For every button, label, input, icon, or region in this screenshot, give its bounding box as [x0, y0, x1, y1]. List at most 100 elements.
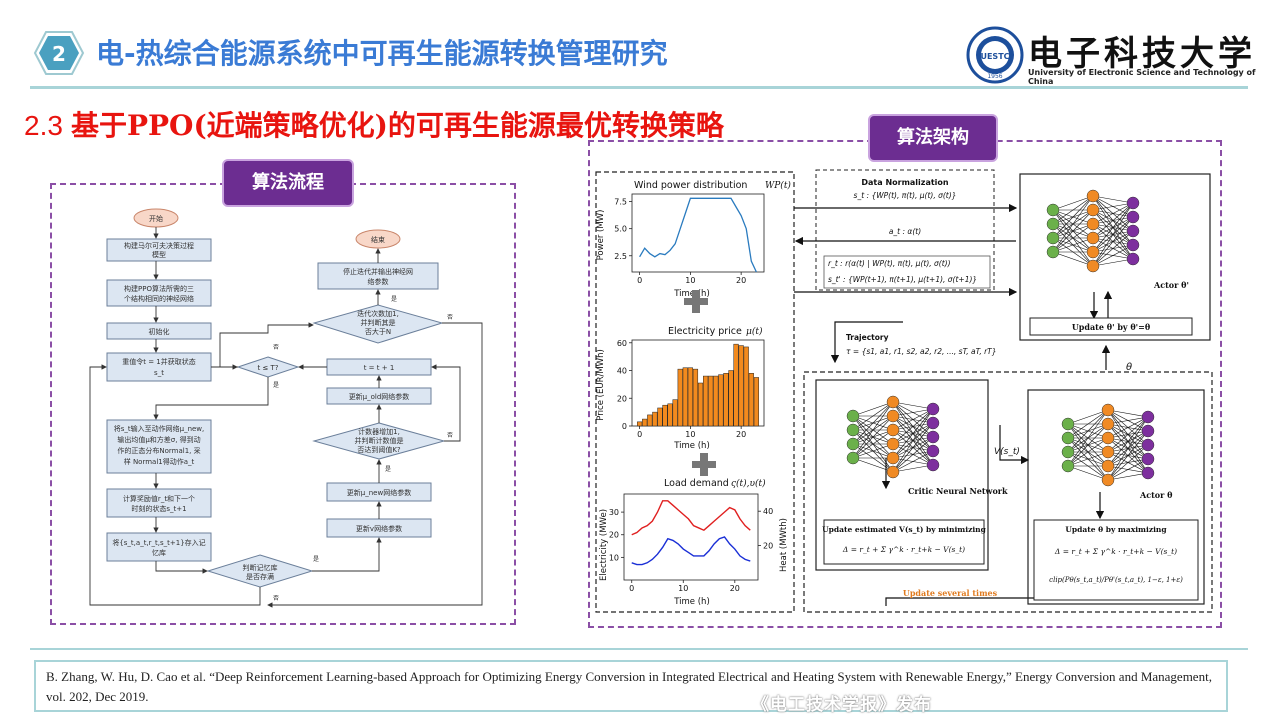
net-node — [846, 423, 860, 437]
net-edge — [1067, 409, 1109, 425]
price-bar — [682, 367, 688, 427]
flow-yes: 是 — [273, 382, 279, 389]
actor-network-icon — [1061, 403, 1155, 487]
flow-text: 否大于N — [365, 327, 391, 336]
price-bar — [718, 374, 724, 427]
flow-text: 将{s_t,a_t,r_t,s_t+1}存入记 — [112, 538, 205, 547]
flow-yes: 是 — [385, 466, 391, 473]
flow-text: 络参数 — [368, 277, 389, 286]
net-edge — [1107, 430, 1149, 481]
net-node — [886, 465, 900, 479]
flow-step-init — [106, 322, 212, 340]
flow-text: 将s_t输入至动作网络μ_new, — [114, 424, 205, 433]
net-edge — [1052, 209, 1094, 253]
plot-frame — [631, 193, 765, 273]
publisher-watermark: 《电工技术学报》发布 — [752, 695, 932, 715]
net-edge — [852, 429, 894, 459]
plot-frame — [623, 493, 759, 581]
price-bar — [687, 367, 693, 427]
net-node — [926, 402, 940, 416]
university-seal-icon: UESTC 1956 — [966, 26, 1024, 84]
net-edge — [892, 408, 934, 417]
wind-ylabel: Power (MW) — [596, 210, 606, 261]
net-edge — [1052, 195, 1094, 239]
net-edge — [1067, 465, 1109, 481]
flow-no: 否 — [273, 344, 279, 351]
load-xlabel: Time (h) — [673, 597, 710, 607]
net-edge — [892, 408, 934, 431]
flow-text: 构建PPO算法所需的三 — [124, 284, 194, 293]
price-xlabel: Time (h) — [673, 441, 710, 451]
x-tick-label: 10 — [685, 276, 695, 285]
x-tick-label: 10 — [678, 584, 688, 593]
price-bar — [728, 370, 734, 427]
flow-text: 输出均值μ和方差σ, 得到动 — [117, 435, 200, 444]
y-tick-label: 5.0 — [614, 225, 627, 234]
y-tick-label: 0 — [622, 422, 627, 431]
flow-step-actor — [106, 419, 212, 474]
x-tick-label: 0 — [629, 584, 634, 593]
x-tick-label: 0 — [637, 276, 642, 285]
net-node — [846, 409, 860, 423]
data-normalization-box — [815, 169, 995, 291]
flow-decision-count — [312, 422, 446, 460]
price-bar — [647, 414, 653, 427]
load-series-line — [631, 500, 751, 536]
net-node — [1046, 231, 1060, 245]
flow-text: 更新v网络参数 — [356, 524, 402, 533]
net-node — [1126, 196, 1140, 210]
flow-text: 计数器增加1, — [358, 427, 400, 436]
net-edge — [1067, 409, 1109, 439]
net-node — [846, 437, 860, 451]
x-tick-label: 0 — [637, 430, 642, 439]
x-tick-label: 20 — [736, 276, 746, 285]
net-edge — [892, 436, 934, 473]
net-edge — [1107, 416, 1149, 481]
flow-text: 构建马尔可夫决策过程 — [124, 241, 194, 250]
net-node — [1141, 438, 1155, 452]
price-bar — [642, 418, 648, 427]
net-edge — [1092, 202, 1134, 267]
net-edge — [852, 401, 894, 417]
next-state-eq: s_t' : {WP(t+1), π(t+1), μ(t+1), σ(t+1)} — [828, 275, 977, 284]
net-node — [926, 430, 940, 444]
flow-text: 忆库 — [152, 548, 166, 557]
flow-no: 否 — [273, 595, 279, 602]
price-bar — [753, 377, 759, 427]
flow-text: 个结构相同的神经网络 — [124, 294, 194, 303]
flow-text: 样 Normal1得动作a_t — [124, 457, 195, 466]
flow-no: 否 — [447, 432, 453, 439]
price-bar — [692, 368, 699, 427]
net-edge — [1067, 437, 1109, 467]
net-node — [886, 451, 900, 465]
x-tick-label: 10 — [685, 430, 695, 439]
net-node — [1086, 203, 1100, 217]
flow-text: 作的正态分布Normal1, 采 — [117, 446, 200, 455]
net-edge — [1092, 216, 1134, 267]
net-edge — [1107, 416, 1149, 439]
net-node — [1101, 473, 1115, 487]
net-edge — [1107, 444, 1149, 481]
net-edge — [852, 415, 894, 459]
update-several-label: Update several times — [903, 588, 998, 598]
net-node — [1101, 403, 1115, 417]
flow-text: s_t — [154, 369, 164, 377]
critic-network-icon — [846, 395, 940, 479]
badge-number: 2 — [52, 42, 66, 66]
seal-text: UESTC — [980, 52, 1009, 61]
net-node — [1101, 417, 1115, 431]
net-edge — [1107, 472, 1149, 481]
net-node — [846, 451, 860, 465]
price-bar — [637, 421, 643, 427]
price-bar — [662, 404, 668, 427]
net-edge — [1052, 195, 1094, 211]
net-edge — [1092, 202, 1134, 239]
net-node — [1126, 224, 1140, 238]
price-bar — [743, 346, 749, 427]
net-node — [1086, 259, 1100, 273]
architecture-diagram: Wind power distribution WP(t) Electricit… — [595, 169, 1213, 613]
net-node — [886, 437, 900, 451]
price-ylabel: Price (EUR/MWh) — [596, 349, 606, 421]
load-chart-title: Load demand — [664, 478, 729, 489]
